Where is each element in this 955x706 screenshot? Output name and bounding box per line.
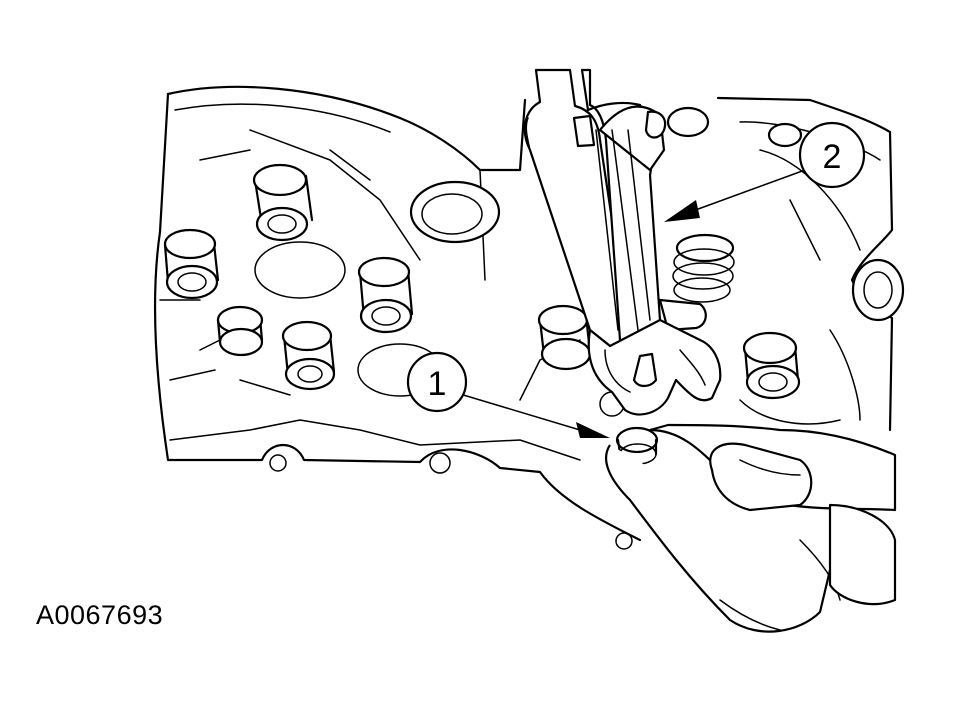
callout-2-arrowhead <box>664 200 700 222</box>
pliers-tool <box>523 68 722 416</box>
callout-1-label: 1 <box>428 365 447 403</box>
figure-id: A0067693 <box>36 600 164 630</box>
callout-2-label: 2 <box>823 138 842 176</box>
callout-2: 2 <box>664 121 866 222</box>
valve-body-bosses <box>163 106 905 550</box>
callout-1-circle <box>406 351 468 413</box>
callout-1-arrowhead <box>576 422 610 438</box>
callout-2-circle <box>798 121 866 189</box>
callout-1: 1 <box>406 351 610 438</box>
hand <box>605 423 897 633</box>
spring-coil <box>672 233 735 303</box>
